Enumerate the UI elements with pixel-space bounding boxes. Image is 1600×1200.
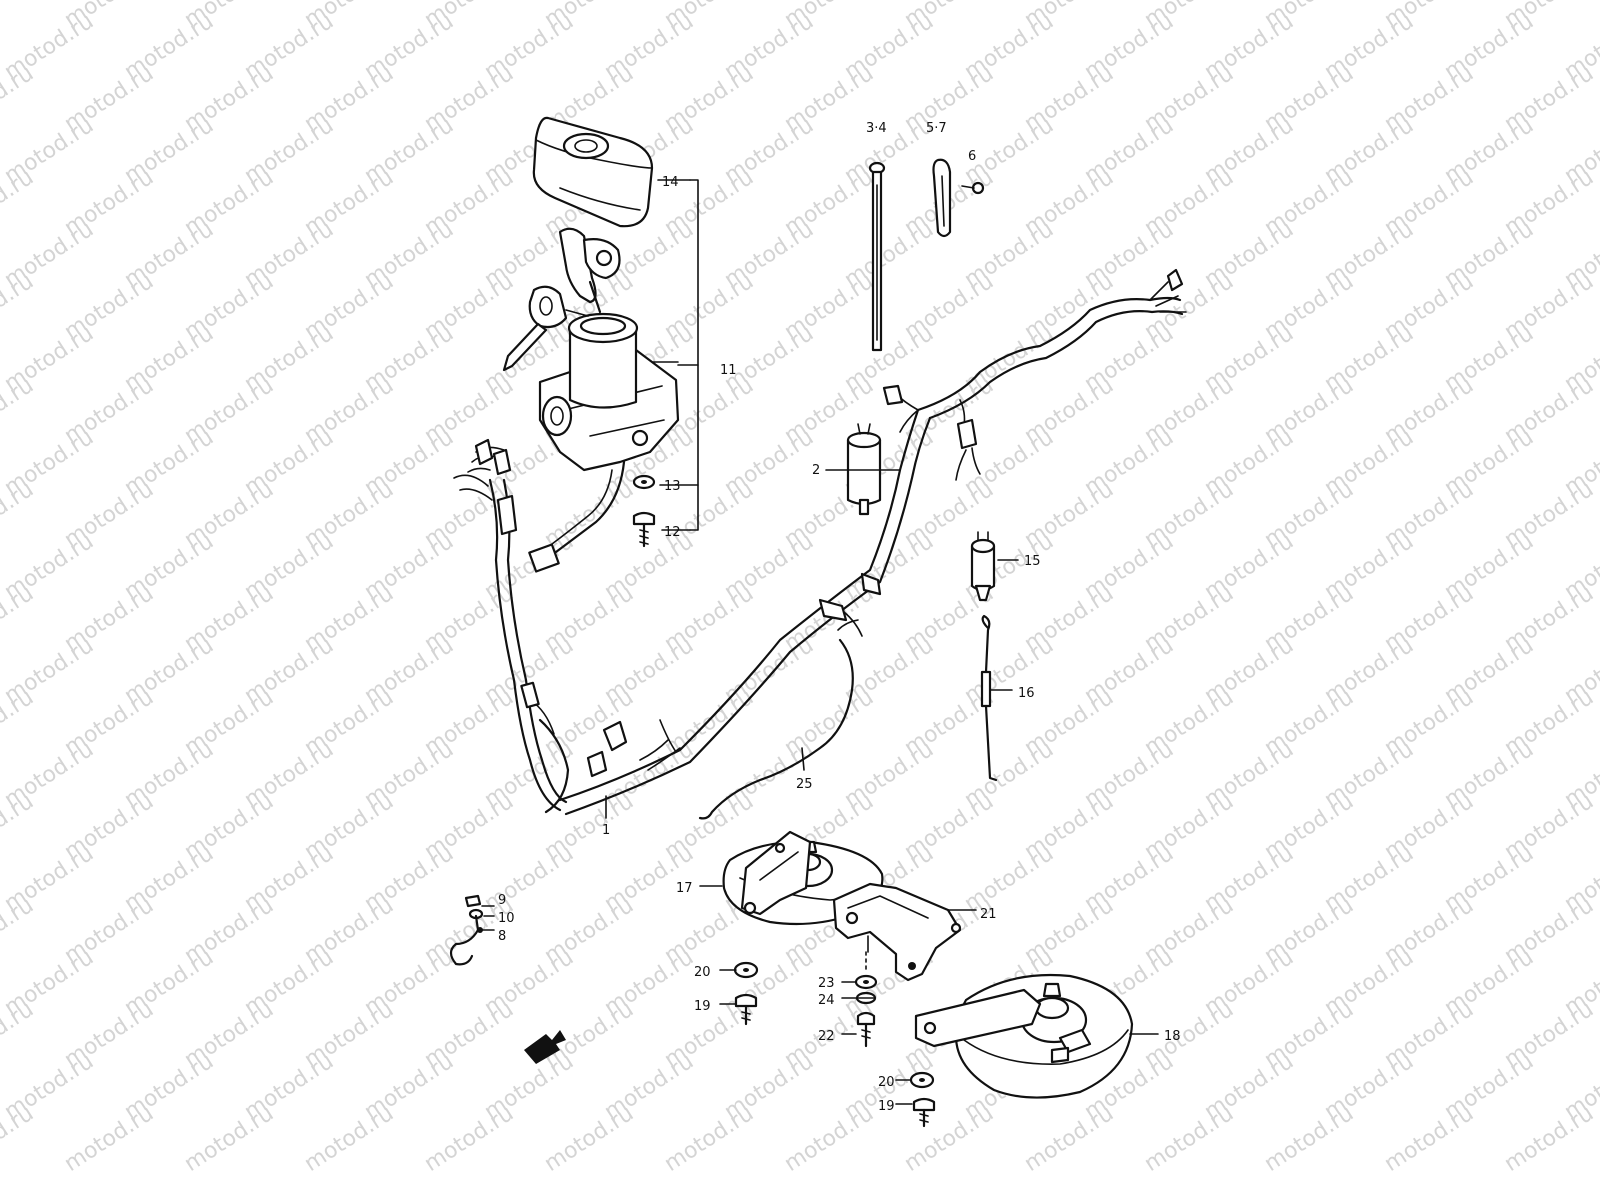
part-5-7-clip bbox=[932, 158, 952, 238]
callout-24: 24 bbox=[818, 993, 835, 1008]
part-22-bolt bbox=[856, 951, 876, 1048]
callout-17: 17 bbox=[676, 881, 693, 896]
part-9-10-8-hardware bbox=[449, 894, 484, 966]
callout-3-4: 3·4 bbox=[866, 121, 887, 136]
callout-leaders bbox=[479, 361, 1159, 1105]
callout-12: 12 bbox=[664, 525, 681, 540]
callout-14: 14 bbox=[662, 175, 679, 190]
part-20-washer-a bbox=[733, 961, 759, 979]
callout-19b: 19 bbox=[878, 1099, 895, 1114]
callout-25: 25 bbox=[796, 777, 813, 792]
callout-15: 15 bbox=[1024, 554, 1041, 569]
part-2-relay bbox=[846, 423, 882, 516]
part-1-wiring-harness bbox=[453, 268, 1187, 816]
callout-2: 2 bbox=[812, 463, 820, 478]
part-15-switch bbox=[970, 531, 996, 602]
callout-21: 21 bbox=[980, 907, 997, 922]
callout-8: 8 bbox=[498, 929, 506, 944]
part-25-wire bbox=[698, 619, 859, 820]
callout-22: 22 bbox=[818, 1029, 835, 1044]
callout-5-7: 5·7 bbox=[926, 121, 947, 136]
part-24-lock-washer bbox=[855, 991, 877, 1005]
part-6-screw bbox=[961, 181, 985, 195]
callout-20b: 20 bbox=[878, 1075, 895, 1090]
part-12-screw bbox=[632, 511, 656, 548]
callout-19a: 19 bbox=[694, 999, 711, 1014]
callout-6: 6 bbox=[968, 149, 976, 164]
callout-20a: 20 bbox=[694, 965, 711, 980]
part-23-washer bbox=[854, 974, 878, 990]
callout-23: 23 bbox=[818, 976, 835, 991]
callout-1: 1 bbox=[602, 823, 610, 838]
direction-arrow-icon bbox=[524, 1030, 566, 1064]
callout-labels: 14 11 13 12 3·4 5·7 6 2 15 16 25 1 9 10 … bbox=[498, 121, 1181, 1114]
callout-13: 13 bbox=[664, 479, 681, 494]
part-11-ignition-switch bbox=[502, 227, 680, 573]
part-16-spring bbox=[980, 614, 998, 782]
part-19-bolt-a bbox=[734, 993, 758, 1026]
callout-18: 18 bbox=[1164, 1029, 1181, 1044]
part-20-washer-b bbox=[909, 1071, 935, 1089]
part-21-bracket bbox=[832, 882, 962, 982]
part-3-4-rod bbox=[868, 161, 886, 352]
callout-10: 10 bbox=[498, 911, 515, 926]
part-18-horn bbox=[914, 973, 1134, 1099]
group-bracket-11-14 bbox=[657, 179, 699, 531]
callout-11: 11 bbox=[720, 363, 737, 378]
part-13-washer bbox=[632, 474, 656, 490]
callout-16: 16 bbox=[1018, 686, 1035, 701]
callout-9: 9 bbox=[498, 893, 506, 908]
part-19-bolt-b bbox=[912, 1097, 936, 1128]
part-14-switch-cover bbox=[532, 116, 654, 228]
